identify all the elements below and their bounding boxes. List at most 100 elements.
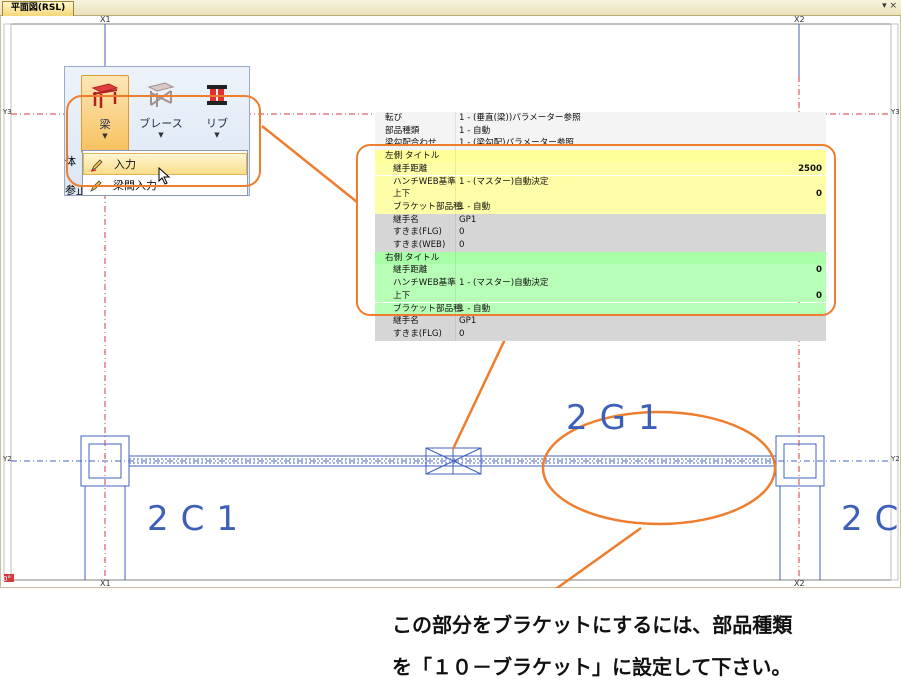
brace-button[interactable]: ブレース ▼	[137, 75, 185, 153]
property-row-divider	[455, 315, 456, 328]
property-key: ブラケット部品種	[393, 201, 462, 212]
property-row-divider	[455, 162, 456, 176]
property-row-divider	[455, 302, 456, 316]
ribbon-side-text-2: 参正	[65, 184, 87, 197]
chevron-down-icon: ▼	[158, 131, 164, 139]
property-key: すきま(WEB)	[393, 240, 446, 250]
corner-label: 0°	[3, 575, 11, 583]
property-value[interactable]: 1 - 自動	[459, 201, 491, 212]
property-row-divider	[455, 150, 456, 163]
grid-label-x1-bottom: X1	[100, 579, 111, 588]
beam-button[interactable]: 梁 ▼	[81, 75, 129, 153]
property-row[interactable]: 転び 1 - (垂直(梁))パラメーター参照	[375, 112, 826, 125]
beam-icon	[91, 83, 119, 108]
leader-ribbon	[261, 125, 358, 203]
property-key: ハンチWEB基準	[393, 278, 456, 289]
callout-properties	[356, 144, 836, 316]
property-number-value[interactable]: 2500	[798, 163, 822, 174]
property-row-divider	[455, 188, 456, 201]
property-key: 梁勾配合わせ	[385, 138, 437, 149]
property-row[interactable]: すきま(FLG)0	[375, 226, 826, 239]
property-row[interactable]: 継手名 GP1	[375, 315, 826, 328]
property-number-value[interactable]: 0	[816, 290, 822, 301]
tab-plan-view[interactable]: 平面図(RSL)	[2, 1, 74, 16]
leader-instruction	[555, 526, 642, 588]
property-key: ブラケット部品種	[393, 303, 462, 314]
grid-label-y3-right: Y3	[891, 108, 900, 116]
property-row-divider	[455, 277, 456, 290]
property-row[interactable]: 梁勾配合わせ 1 - (梁勾配)パラメーター参照	[375, 137, 826, 151]
property-key: 継手距離	[393, 265, 428, 276]
ribbon-side-text: 体	[65, 155, 76, 168]
mouse-cursor-icon	[158, 167, 171, 185]
property-row[interactable]: 部品種類 1 - 自動	[375, 124, 826, 138]
column-right	[775, 435, 825, 580]
property-row-divider	[455, 239, 456, 252]
property-row-divider	[455, 137, 456, 151]
property-number-value[interactable]: 0	[816, 189, 822, 200]
chevron-down-icon: ▼	[102, 132, 108, 140]
member-label-column-right: 2C	[841, 499, 901, 539]
property-key: すきま(FLG)	[393, 328, 442, 339]
grid-label-ymid-right: Y2	[891, 455, 900, 463]
property-value[interactable]: GP1	[459, 214, 477, 225]
instruction-text: この部分をブラケットにするには、部品種類 を「１０－ブラケット」に設定して下さい…	[392, 604, 897, 688]
property-row-divider	[455, 112, 456, 125]
property-row-divider	[455, 213, 456, 227]
grid-label-x1-top: X1	[100, 15, 111, 24]
property-value[interactable]: GP1	[459, 316, 477, 327]
property-row-divider	[455, 327, 456, 341]
property-number-value[interactable]: 0	[816, 265, 822, 276]
property-key: ハンチWEB基準	[393, 176, 456, 187]
grid-label-ymid-left: Y2	[3, 455, 12, 463]
menu-item-input-label: 入力	[114, 158, 136, 171]
property-value[interactable]: 0	[459, 328, 465, 339]
property-row[interactable]: 右側 タイトル	[375, 251, 826, 265]
property-value[interactable]: 1 - (マスター)自動決定	[459, 176, 549, 187]
property-key: 継手名	[393, 214, 419, 225]
document-tab-bar: 平面図(RSL) ▾ ×	[0, 0, 901, 16]
column-left	[80, 435, 130, 580]
property-value[interactable]: 1 - (マスター)自動決定	[459, 278, 549, 289]
callout-beam-ellipse	[541, 410, 777, 526]
property-key: 部品種類	[385, 125, 420, 136]
property-key: 右側 タイトル	[385, 252, 440, 263]
tab-controls[interactable]: ▾ ×	[882, 1, 897, 11]
property-value[interactable]: 0	[459, 240, 465, 250]
instruction-line-2: を「１０－ブラケット」に設定して下さい。	[392, 655, 792, 679]
property-value[interactable]: 1 - 自動	[459, 303, 491, 314]
callout-ribbon	[66, 95, 261, 187]
property-row[interactable]: 左側 タイトル	[375, 150, 826, 163]
property-row[interactable]: 継手距離 0	[375, 264, 826, 278]
property-key: 継手名	[393, 316, 419, 327]
grid-label-x2-top: X2	[794, 15, 805, 24]
property-key: 転び	[385, 113, 403, 123]
property-row-divider	[455, 289, 456, 303]
grid-label-x2-bottom: X2	[794, 579, 805, 588]
property-row-divider	[455, 175, 456, 189]
member-label-beam: 2G1	[566, 398, 672, 438]
property-value[interactable]: 0	[459, 227, 465, 238]
brace-button-label: ブレース	[139, 117, 183, 130]
property-row[interactable]: すきま(WEB) 0	[375, 239, 826, 252]
property-row-divider	[455, 124, 456, 138]
property-row-divider	[455, 226, 456, 239]
property-row[interactable]: 継手名 GP1	[375, 213, 826, 227]
property-value[interactable]: 1 - 自動	[459, 125, 491, 136]
property-row-divider	[455, 264, 456, 278]
property-row[interactable]: すきま(FLG) 0	[375, 327, 826, 341]
beam-button-label: 梁	[99, 118, 111, 131]
property-row-divider	[455, 251, 456, 265]
property-value[interactable]: 1 - (垂直(梁))パラメーター参照	[459, 113, 581, 123]
instruction-line-1: この部分をブラケットにするには、部品種類	[392, 613, 793, 637]
property-value[interactable]: 1 - (梁勾配)パラメーター参照	[459, 138, 575, 149]
